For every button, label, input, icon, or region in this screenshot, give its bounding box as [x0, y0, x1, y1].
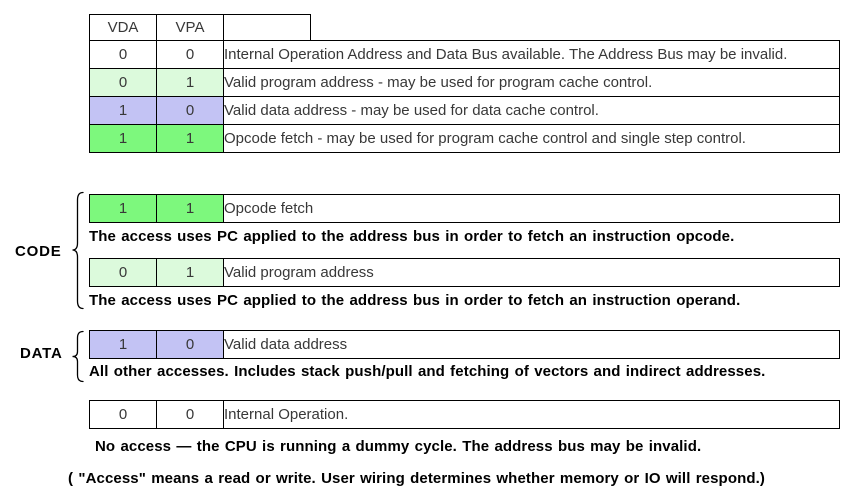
row-description: Opcode fetch	[223, 194, 840, 223]
row-description: Internal Operation.	[223, 400, 840, 429]
row-description: Valid data address	[223, 330, 840, 359]
row-description: Internal Operation Address and Data Bus …	[223, 40, 840, 69]
row-description: Valid program address - may be used for …	[223, 68, 840, 97]
vda-value: 1	[89, 330, 157, 359]
vda-value: 0	[89, 68, 157, 97]
legend-row-opcode-fetch: 1 1 Opcode fetch - may be used for progr…	[89, 124, 840, 153]
vda-value: 0	[89, 400, 157, 429]
legend-row-valid-data-address: 1 0 Valid data address - may be used for…	[89, 96, 840, 125]
vpa-value: 0	[156, 96, 224, 125]
vpa-value: 1	[156, 124, 224, 153]
access-footnote: ( "Access" means a read or write. User w…	[68, 470, 765, 487]
vpa-value: 0	[156, 40, 224, 69]
row-description: Valid data address - may be used for dat…	[223, 96, 840, 125]
vda-value: 0	[89, 258, 157, 287]
vpa-value: 0	[156, 330, 224, 359]
opcode-fetch-row: 1 1 Opcode fetch	[89, 194, 840, 223]
legend-table: 0 0 Internal Operation Address and Data …	[89, 40, 840, 153]
vpa-value: 1	[156, 68, 224, 97]
col-header-vpa: VPA	[156, 14, 224, 41]
opcode-fetch-table: 1 1 Opcode fetch	[89, 194, 840, 223]
code-brace	[72, 191, 84, 310]
vda-value: 1	[89, 124, 157, 153]
valid-program-address-caption: The access uses PC applied to the addres…	[89, 292, 741, 309]
valid-program-address-table: 0 1 Valid program address	[89, 258, 840, 287]
vpa-value: 0	[156, 400, 224, 429]
row-description: Valid program address	[223, 258, 840, 287]
valid-program-address-row: 0 1 Valid program address	[89, 258, 840, 287]
vpa-value: 1	[156, 194, 224, 223]
legend-row-internal-operation: 0 0 Internal Operation Address and Data …	[89, 40, 840, 69]
internal-operation-caption: No access — the CPU is running a dummy c…	[95, 438, 702, 455]
vda-value: 1	[89, 194, 157, 223]
valid-data-address-table: 1 0 Valid data address	[89, 330, 840, 359]
vda-value: 0	[89, 40, 157, 69]
col-header-vda: VDA	[89, 14, 157, 41]
vda-value: 1	[89, 96, 157, 125]
data-section-label: DATA	[20, 345, 63, 362]
internal-operation-table: 0 0 Internal Operation.	[89, 400, 840, 429]
legend-header-table: VDA VPA	[89, 14, 311, 41]
internal-operation-row: 0 0 Internal Operation.	[89, 400, 840, 429]
code-section-label: CODE	[15, 243, 62, 260]
valid-data-address-caption: All other accesses. Includes stack push/…	[89, 363, 766, 380]
opcode-fetch-caption: The access uses PC applied to the addres…	[89, 228, 735, 245]
data-brace	[72, 330, 84, 383]
legend-header-spacer-cell	[223, 14, 311, 41]
vpa-value: 1	[156, 258, 224, 287]
legend-header-row: VDA VPA	[89, 14, 311, 41]
row-description: Opcode fetch - may be used for program c…	[223, 124, 840, 153]
valid-data-address-row: 1 0 Valid data address	[89, 330, 840, 359]
legend-row-valid-program-address: 0 1 Valid program address - may be used …	[89, 68, 840, 97]
